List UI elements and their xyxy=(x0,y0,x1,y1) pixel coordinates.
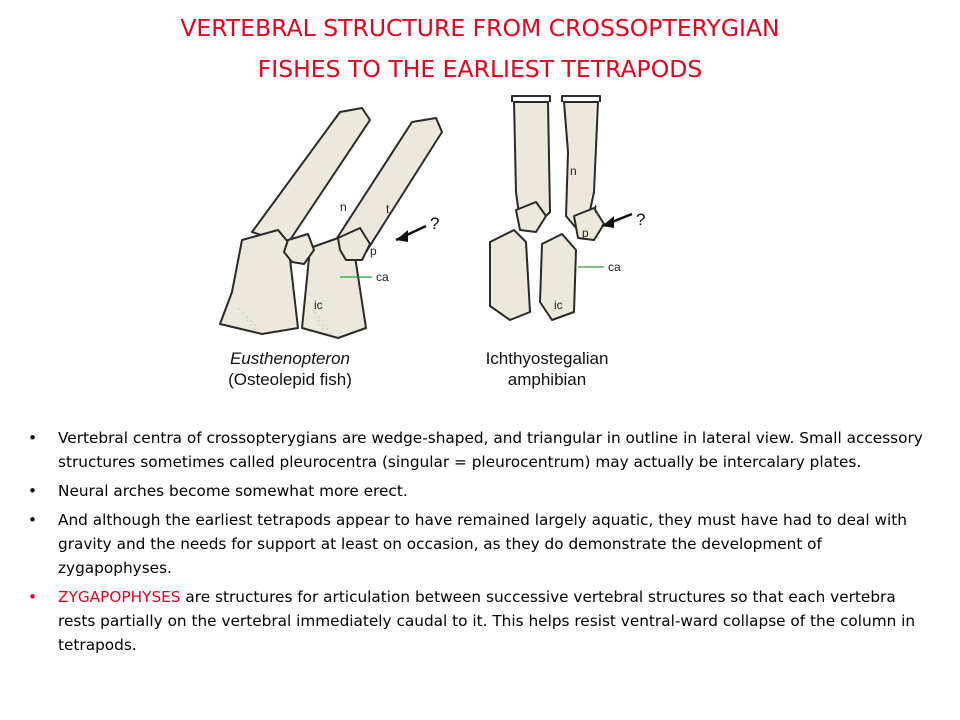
caption-right-line1: Ichthyostegalian xyxy=(485,349,609,368)
zygapophyses-definition: are structures for articulation between … xyxy=(58,588,916,654)
label-t-right: t xyxy=(594,202,598,216)
eusthenopteron-vertebrae xyxy=(219,107,443,339)
caption-eusthenopteron: Eusthenopteron (Osteolepid fish) xyxy=(190,348,390,390)
label-n-right: n xyxy=(570,164,577,178)
bullet-list: Vertebral centra of crossopterygians are… xyxy=(28,426,928,662)
zygapophyses-term: ZYGAPOPHYSES xyxy=(58,588,181,606)
bullet-item: Vertebral centra of crossopterygians are… xyxy=(28,426,928,474)
label-n-left: n xyxy=(340,200,347,214)
vertebrae-illustration xyxy=(219,95,633,339)
slide-title: VERTEBRAL STRUCTURE FROM CROSSOPTERYGIAN… xyxy=(60,8,900,90)
label-p-left: p xyxy=(370,244,377,258)
ichthyostegalian-vertebrae xyxy=(489,95,605,321)
question-mark-left: ? xyxy=(430,214,440,233)
bullet-item: Neural arches become somewhat more erect… xyxy=(28,479,928,503)
question-mark-right: ? xyxy=(636,210,646,229)
label-t-left: t xyxy=(386,202,390,216)
title-line-1: VERTEBRAL STRUCTURE FROM CROSSOPTERYGIAN xyxy=(180,14,780,42)
caption-ichthyostegalian: Ichthyostegalian amphibian xyxy=(442,348,652,390)
label-p-right: p xyxy=(582,226,589,240)
label-ic-right: ic xyxy=(554,298,563,312)
caption-right-line2: amphibian xyxy=(507,370,587,389)
vertebrae-figure: n t p ca ic ? n t p ca ic ? Eusthenopter… xyxy=(190,92,660,402)
bullet-item: And although the earliest tetrapods appe… xyxy=(28,508,928,580)
bullet-item-zygapophyses: ZYGAPOPHYSES are structures for articula… xyxy=(28,585,928,657)
label-ca-right: ca xyxy=(608,260,621,274)
title-line-2: FISHES TO THE EARLIEST TETRAPODS xyxy=(257,55,703,83)
label-ic-left: ic xyxy=(314,298,323,312)
label-ca-left: ca xyxy=(376,270,389,284)
caption-left-sub: (Osteolepid fish) xyxy=(228,370,352,389)
caption-left-name: Eusthenopteron xyxy=(229,349,351,368)
